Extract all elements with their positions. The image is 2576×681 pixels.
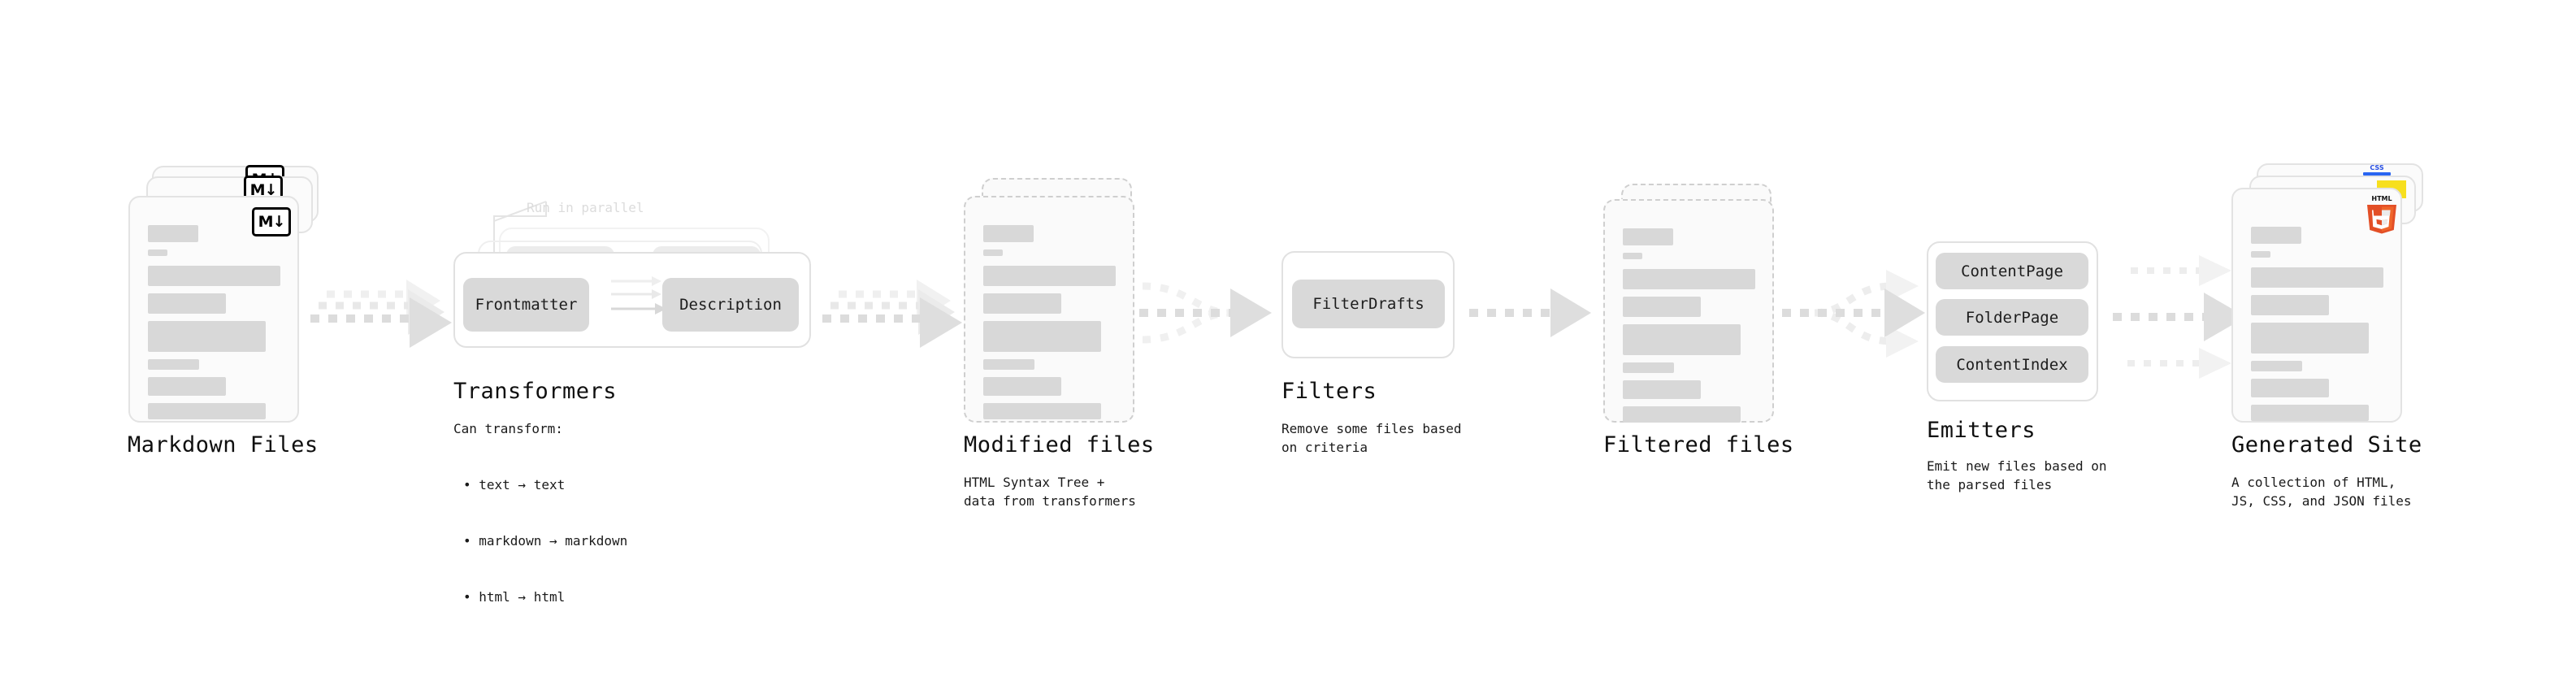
content-bar [983,377,1061,396]
arrow-transformers-to-modified [822,276,969,362]
content-bar [2251,361,2302,371]
transformers-bullet-list: • text → text • markdown → markdown • ht… [463,438,627,644]
content-bar [983,266,1116,286]
transformers-bullet-item: • html → html [463,589,566,605]
run-in-parallel-callout-line [465,201,554,258]
content-bar [148,249,167,256]
content-bar [2251,379,2329,397]
transformer-internal-arrows [611,273,684,338]
stage-subtitle-emitters: Emit new files based on the parsed files [1927,458,2107,492]
content-bar [148,359,199,370]
content-bar [148,377,226,396]
content-bar [983,249,1003,256]
content-bar [1623,228,1673,245]
stage-title-modified-files: Modified files [964,432,1155,458]
stage-title-emitters: Emitters [1927,418,2036,443]
markdown-icon: M↓ [252,207,291,236]
content-bar [983,225,1034,242]
content-bar [2251,267,2383,288]
transformers-bullet-item: • text → text [463,477,566,492]
content-bar [148,293,226,314]
arrow-markdown-to-transformers [310,276,461,362]
content-bar [1623,253,1642,259]
filtered-doc-front [1603,199,1774,423]
svg-text:HTML: HTML [2371,195,2392,202]
content-bar [983,359,1034,370]
stage-title-markdown-files: Markdown Files [128,432,319,458]
modified-doc-content [965,197,1133,421]
modified-doc-front [964,196,1134,423]
stage-title-generated-site: Generated Site [2231,432,2422,458]
content-bar [983,321,1101,352]
transformer-chip-frontmatter[interactable]: Frontmatter [463,278,589,332]
emitter-chip-folderpage[interactable]: FolderPage [1936,299,2088,336]
content-bar [983,403,1101,419]
stage-title-filters: Filters [1281,379,1377,404]
emitter-chip-contentpage[interactable]: ContentPage [1936,253,2088,289]
filtered-doc-content [1605,201,1772,423]
arrow-modified-to-filters [1139,268,1281,366]
run-in-parallel-label: Run in parallel [527,200,644,215]
stage-subtitle-filters: Remove some files based on criteria [1281,421,1462,455]
content-bar [148,403,266,419]
transformers-bullet-item: • markdown → markdown [463,533,628,549]
content-bar [2251,227,2301,244]
markdown-doc-content [130,197,297,421]
content-bar [2251,405,2369,421]
content-bar [1623,406,1741,423]
content-bar [1623,297,1701,317]
arrow-filters-to-filtered [1469,288,1595,345]
filter-chip-filterdrafts[interactable]: FilterDrafts [1292,280,1445,328]
css-icon-label: CSS [2370,164,2384,171]
arrow-filtered-to-emitters [1782,241,1928,371]
site-doc-content [2233,189,2400,421]
css-icon-underline [2363,172,2391,176]
content-bar [148,225,198,242]
stage-title-filtered-files: Filtered files [1603,432,1794,458]
content-bar [2251,295,2329,315]
arrow-emitters-to-site [2113,244,2255,379]
content-bar [983,293,1061,314]
content-bar [1623,324,1741,355]
content-bar [2251,251,2270,258]
content-bar [1623,269,1755,289]
content-bar [148,266,280,286]
stage-title-transformers: Transformers [453,379,618,404]
stage-subtitle-modified-files: HTML Syntax Tree + data from transformer… [964,475,1136,509]
content-bar [1623,362,1674,373]
css-icon: CSS [2363,165,2391,176]
transformer-chip-description[interactable]: Description [662,278,799,332]
stage-subtitle-transformers: Can transform: [453,421,563,436]
content-bar [1623,380,1701,399]
stage-subtitle-generated-site: A collection of HTML, JS, CSS, and JSON … [2231,475,2412,509]
content-bar [148,321,266,352]
content-bar [2251,323,2369,354]
html5-icon: HTML [2365,193,2399,234]
site-doc-front [2231,188,2402,423]
emitter-chip-contentindex[interactable]: ContentIndex [1936,346,2088,383]
